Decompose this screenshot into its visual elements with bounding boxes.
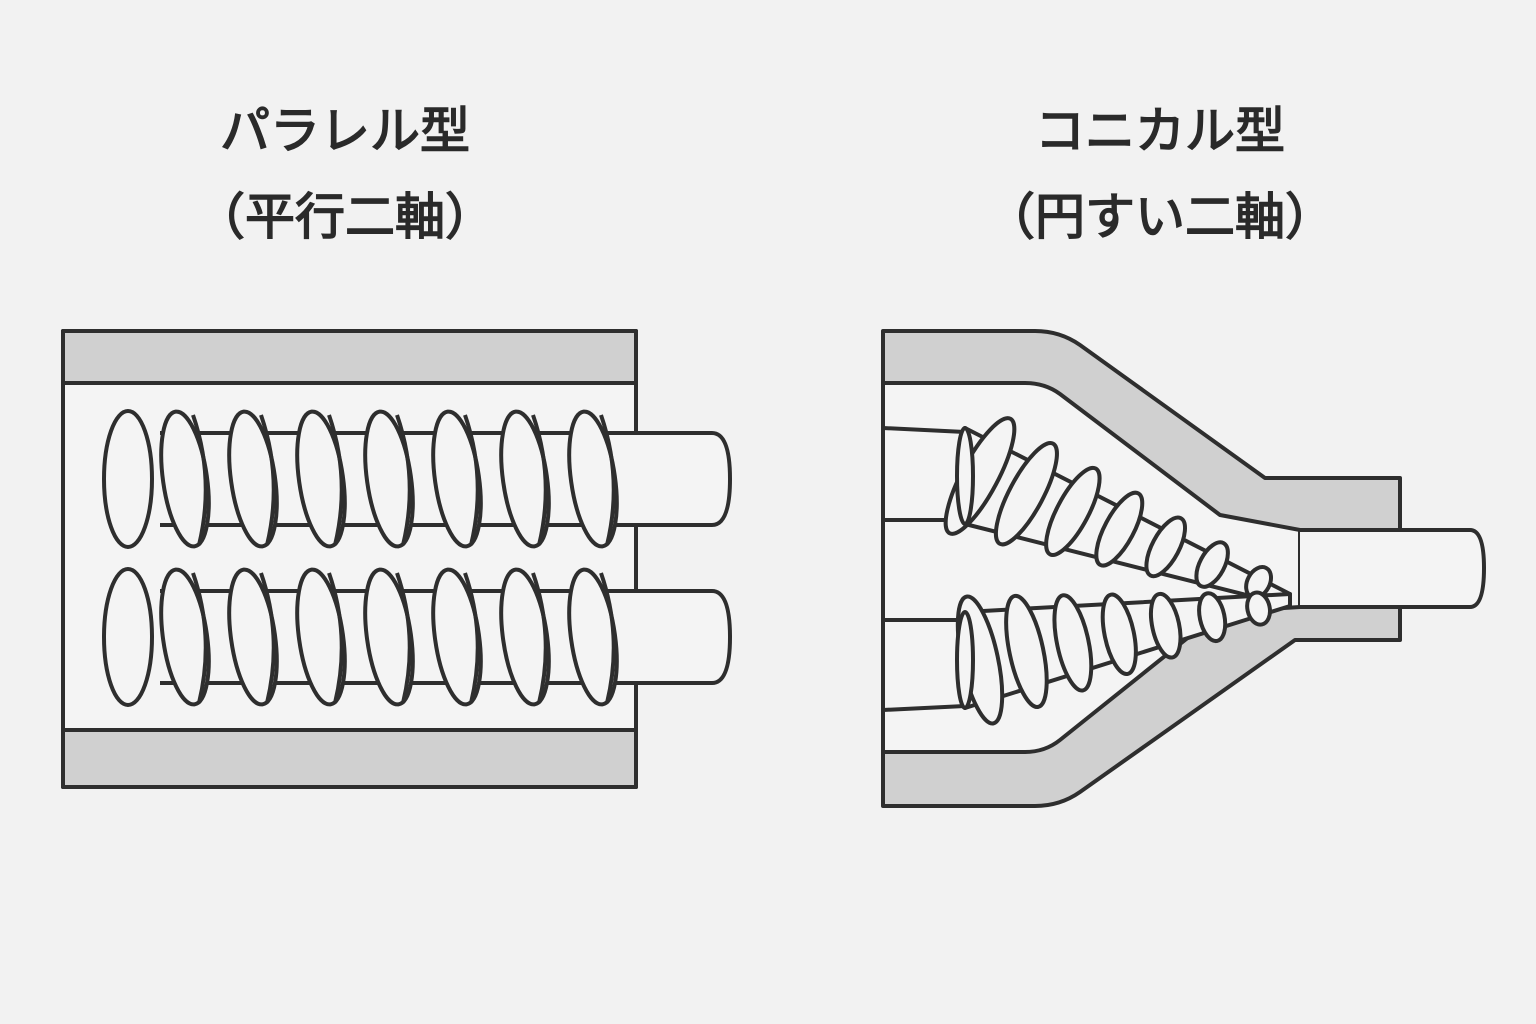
conical-screw-upper [943,416,1292,608]
conical-type-heading: コニカル型 （円すい二軸） [860,88,1460,260]
conical-type-subtitle: （円すい二軸） [985,188,1335,246]
conical-type-title: コニカル型 [1035,102,1285,160]
cone-flight [1194,540,1230,589]
parallel-type-title: パラレル型 [220,102,470,160]
cone-flight [1100,592,1138,677]
screw-end-face [102,409,154,549]
cone-end-face [955,426,975,526]
output-shaft [1300,528,1486,609]
screw-flight-edge [395,414,412,546]
screw-flight-edge [463,414,480,546]
cone-flight [1004,593,1049,710]
barrel-wall-bottom [61,728,638,789]
screw-end-face [102,567,154,707]
screw-flight-edge [327,572,344,704]
screw-flight-edge [191,572,208,704]
cone-flight [1144,515,1188,579]
cone-flight [1148,591,1183,660]
screw-flight-edge [191,414,208,546]
parallel-type-subtitle: （平行二軸） [195,188,495,246]
cone-flight [1052,593,1094,693]
screw-flight-edge [463,572,480,704]
parallel-screw-upper [102,409,732,549]
cone-flight [1245,590,1272,627]
screw-flight-edge [259,572,276,704]
parallel-barrel [61,329,638,789]
screw-flight-edge [599,572,616,704]
conical-screw-lower [955,590,1292,726]
screw-flight-edge [327,414,344,546]
cone-flight [1044,465,1102,557]
screw-flight-edge [395,572,412,704]
conical-extruder [881,329,1486,808]
screw-flight-edge [599,414,616,546]
cone-flight [1094,490,1145,568]
cone-end-face [955,610,975,710]
screw-shaft [600,431,732,527]
parallel-screw-lower [102,567,732,707]
screw-flight-edge [531,572,548,704]
cone-flight [1197,591,1228,644]
parallel-extruder [61,329,732,789]
parallel-type-heading: パラレル型 （平行二軸） [45,88,645,260]
cone-flight [993,441,1059,547]
barrel-wall-top [61,329,638,385]
screw-flight-edge [259,414,276,546]
screw-flight-edge [531,414,548,546]
screw-shaft [600,589,732,685]
